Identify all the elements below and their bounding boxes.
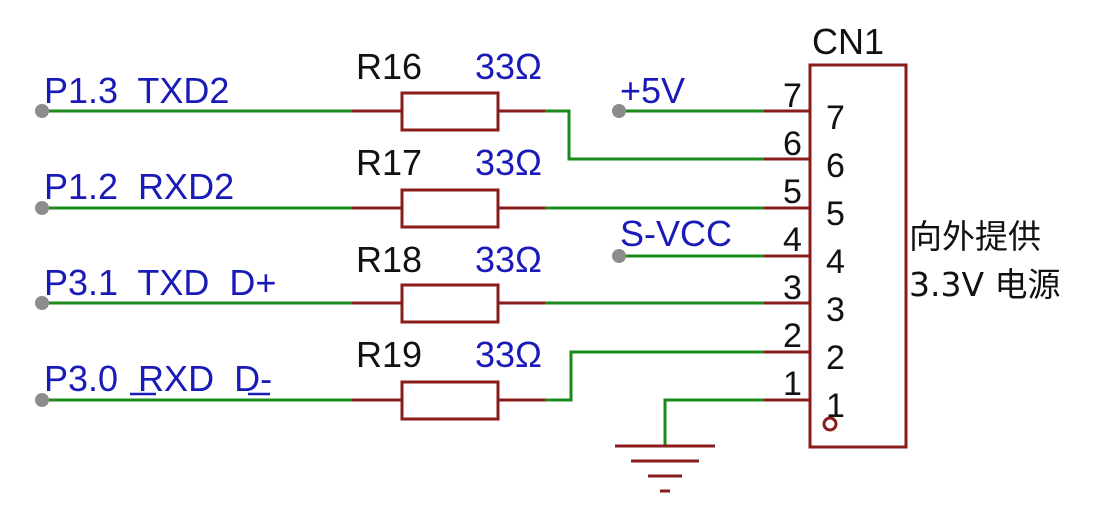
terminals	[35, 104, 626, 407]
wire-p30-right	[545, 350, 764, 402]
resistor-ref-r19: R19	[356, 334, 422, 375]
resistor-r16	[352, 91, 545, 132]
connector-outer-pin-4: 4	[783, 221, 802, 259]
connector-outer-pin-3: 3	[783, 269, 802, 307]
connector-outer-pin-6: 6	[783, 125, 802, 163]
resistor-value-r17: 33Ω	[475, 142, 542, 183]
resistor-r17	[352, 188, 545, 229]
connector-inner-pin-4: 4	[826, 243, 845, 281]
resistor-r19	[352, 380, 545, 421]
net-label-p31: P3.1 TXD D+	[44, 262, 276, 303]
resistor-value-r18: 33Ω	[475, 239, 542, 280]
connector-inner-pin-5: 5	[826, 195, 845, 233]
connector-inner-pin-6: 6	[826, 147, 845, 185]
terminal-p12	[35, 201, 49, 215]
connector-outer-pin-7: 7	[783, 77, 802, 115]
terminal-p31	[35, 296, 49, 310]
connector-cn1	[764, 63, 908, 449]
connector-outer-pin-1: 1	[783, 365, 802, 403]
resistor-ref-r18: R18	[356, 239, 422, 280]
terminal-p13	[35, 104, 49, 118]
net-label-p13: P1.3 TXD2	[44, 70, 229, 111]
wires	[42, 109, 764, 446]
terminal-svcc	[612, 249, 626, 263]
resistor-r18	[352, 283, 545, 324]
connector-inner-pin-1: 1	[826, 387, 845, 425]
connector-inner-pin-7: 7	[826, 99, 845, 137]
connector-inner-pin-3: 3	[826, 291, 845, 329]
resistor-ref-r16: R16	[356, 46, 422, 87]
resistors	[352, 91, 545, 421]
power-label-plus5v: +5V	[620, 70, 685, 111]
net-label-p30: P3.0 RXD D-	[44, 358, 272, 399]
connector-inner-pin-2: 2	[826, 339, 845, 377]
connector-outer-pin-2: 2	[783, 317, 802, 355]
supply-note-line2: 3.3V 电源	[909, 265, 1061, 304]
wire-ground	[663, 398, 764, 446]
connector-ref: CN1	[812, 21, 884, 62]
connector-body	[808, 63, 908, 449]
connector-outer-pin-5: 5	[783, 173, 802, 211]
terminal-p30	[35, 393, 49, 407]
wire-p13-right	[545, 109, 764, 161]
net-label-p12: P1.2 RXD2	[44, 166, 234, 207]
resistor-ref-r17: R17	[356, 142, 422, 183]
pin1-marker-icon	[822, 416, 838, 432]
resistor-value-r19: 33Ω	[475, 334, 542, 375]
resistor-value-r16: 33Ω	[475, 46, 542, 87]
ground-symbol-icon	[615, 444, 715, 493]
supply-note-line1: 向外提供	[909, 217, 1041, 256]
terminal-plus5v	[612, 104, 626, 118]
power-label-svcc: S-VCC	[620, 213, 732, 254]
